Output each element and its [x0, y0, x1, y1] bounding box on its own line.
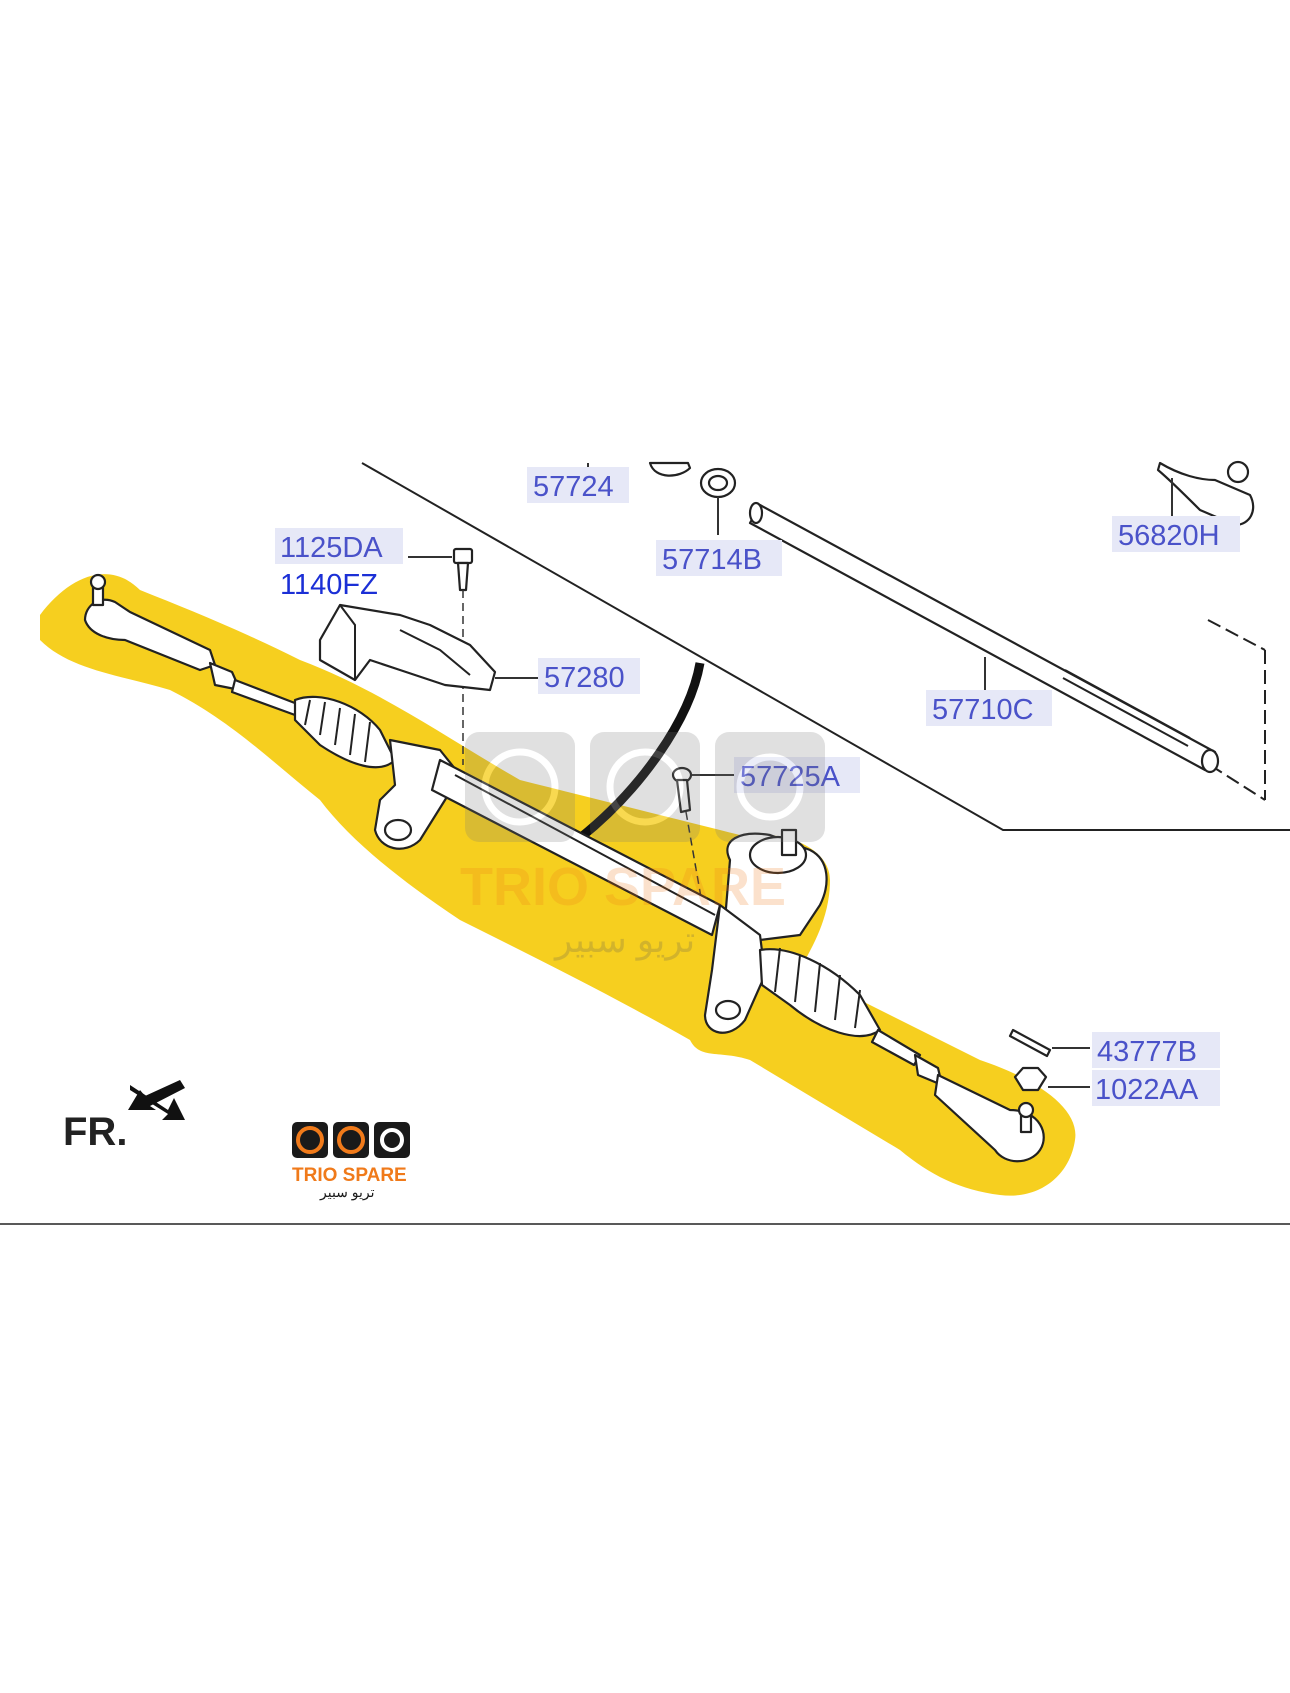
svg-text:57280: 57280 — [544, 662, 625, 694]
inset-frame-corner-dashed — [1209, 764, 1266, 801]
svg-text:57725A: 57725A — [740, 761, 841, 793]
part-label-57724[interactable]: 57724 — [527, 467, 629, 503]
tie-rod-end-56820h — [1156, 460, 1255, 527]
partial-part-top — [648, 461, 692, 477]
part-label-57710c[interactable]: 57710C — [926, 690, 1052, 726]
svg-text:1022AA: 1022AA — [1095, 1074, 1199, 1106]
brand-arabic: تريو سبير — [319, 1184, 375, 1201]
front-arrow-shape — [128, 1080, 185, 1110]
tie-rod-57710c — [748, 501, 1220, 774]
inset-frame-right-dashed — [1207, 619, 1266, 651]
part-label-1125da[interactable]: 1125DA — [275, 528, 403, 564]
front-direction-label: FR. — [63, 1110, 127, 1154]
steering-rack-assembly — [83, 573, 1045, 1163]
brake-disc-icon — [296, 1126, 324, 1154]
watermark-arabic: تريو سبير — [553, 919, 695, 961]
watermark-text: TRIO SPARE — [460, 857, 786, 917]
svg-text:57714B: 57714B — [662, 544, 762, 576]
brand-logo: TRIO SPARE تريو سبير — [292, 1122, 410, 1201]
part-label-57280[interactable]: 57280 — [538, 658, 640, 694]
front-direction-arrow-icon — [130, 1085, 185, 1120]
engine-icon — [380, 1128, 404, 1152]
part-label-1140fz[interactable]: 1140FZ — [280, 569, 378, 601]
svg-text:57724: 57724 — [533, 471, 614, 503]
washer-57714b — [699, 467, 737, 499]
part-label-57714b[interactable]: 57714B — [656, 540, 782, 576]
bolt-1125da — [452, 547, 474, 765]
svg-text:1125DA: 1125DA — [280, 532, 383, 564]
svg-text:1140FZ: 1140FZ — [280, 569, 378, 601]
bracket-57280 — [318, 603, 497, 692]
svg-text:56820H: 56820H — [1118, 520, 1220, 552]
rack-highlight — [40, 574, 1076, 1196]
part-label-57725a[interactable]: 57725A — [734, 757, 860, 793]
watermark: TRIO SPARE تريو سبير — [460, 732, 825, 961]
part-label-56820h[interactable]: 56820H — [1112, 516, 1240, 552]
nut-1022aa — [1013, 1066, 1048, 1092]
part-label-1022aa[interactable]: 1022AA — [1092, 1070, 1220, 1106]
svg-text:43777B: 43777B — [1097, 1036, 1197, 1068]
part-label-43777b[interactable]: 43777B — [1092, 1032, 1220, 1068]
bolt-57725a — [671, 766, 706, 921]
front-direction-indicator: FR. — [63, 1080, 185, 1154]
inset-frame-top — [361, 462, 1290, 831]
brand-name: TRIO SPARE — [292, 1165, 407, 1186]
gauge-icon — [337, 1126, 365, 1154]
exploded-view-arc — [577, 662, 705, 842]
svg-text:57710C: 57710C — [932, 694, 1034, 726]
cotter-pin-43777b — [1008, 1028, 1052, 1058]
